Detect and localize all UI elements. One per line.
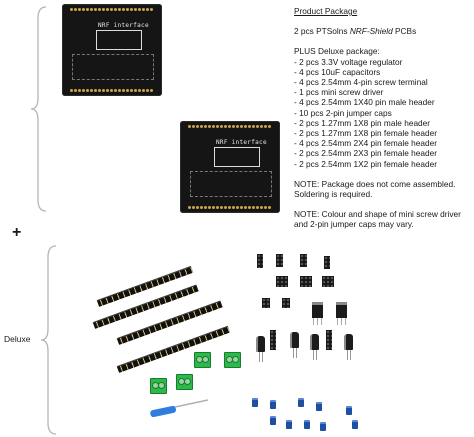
- capacitor: [310, 334, 319, 360]
- pcb-silkscreen: [190, 171, 272, 197]
- pcbs-name: NRF-Shield: [349, 26, 393, 37]
- capacitor: [290, 332, 299, 358]
- jumper-cap: [304, 420, 310, 429]
- package-item: - 4 pcs 2.54mm 1X40 pin male header: [294, 97, 435, 108]
- note-assembly-line2: Soldering is required.: [294, 189, 373, 200]
- female-header: [300, 254, 307, 267]
- pcb-label: NRF interface: [98, 22, 149, 29]
- jumper-cap: [320, 422, 326, 431]
- deluxe-label: Deluxe: [4, 334, 31, 344]
- jumper-cap: [346, 406, 352, 415]
- package-item: - 2 pcs 1.27mm 1X8 pin male header: [294, 117, 431, 128]
- pcb-pin-row: [188, 125, 271, 128]
- pcb-board-top: NRF interface: [62, 4, 162, 96]
- top-brace: [30, 6, 47, 212]
- female-header: [326, 330, 332, 350]
- capacitor: [344, 334, 353, 360]
- note-colour-line1: NOTE: Colour and shape of mini screw dri…: [294, 209, 461, 220]
- screw-terminal: [224, 352, 241, 368]
- voltage-regulator: [312, 302, 323, 325]
- note-assembly-line1: NOTE: Package does not come assembled.: [294, 178, 456, 189]
- package-item: - 4 pcs 10uF capacitors: [294, 66, 381, 77]
- female-header: [262, 298, 270, 308]
- female-header: [300, 276, 312, 287]
- pcb-pin-row: [70, 89, 153, 92]
- pcbs-qty: 2 pcs PTSolns: [294, 26, 350, 37]
- male-pin-header: [92, 284, 199, 329]
- package-item: - 4 pcs 2.54mm 4-pin screw terminal: [294, 77, 428, 88]
- plus-heading: PLUS Deluxe package:: [294, 46, 380, 57]
- jumper-cap: [252, 398, 258, 407]
- product-package-text: Product Package 2 pcs PTSolns NRF-Shield…: [294, 6, 461, 230]
- package-item: - 10 pcs 2-pin jumper caps: [294, 107, 392, 118]
- jumper-cap: [316, 402, 322, 411]
- mini-screwdriver: [150, 399, 209, 418]
- pcb-label: NRF interface: [216, 139, 267, 146]
- female-header: [276, 254, 283, 267]
- female-header: [270, 330, 276, 350]
- product-package-heading: Product Package: [294, 6, 358, 16]
- female-header: [276, 276, 288, 287]
- plus-sign: +: [12, 224, 22, 241]
- pcb-module-outline: [96, 30, 142, 50]
- female-header: [282, 298, 290, 308]
- screw-terminal: [150, 378, 167, 394]
- package-item: - 2 pcs 2.54mm 1X2 pin female header: [294, 158, 437, 169]
- package-item: - 2 pcs 1.27mm 1X8 pin female header: [294, 128, 437, 139]
- package-item: - 2 pcs 2.54mm 2X3 pin female header: [294, 148, 437, 159]
- pcb-pin-row: [70, 8, 153, 11]
- female-header: [324, 256, 330, 269]
- pcb-pin-row: [188, 206, 271, 209]
- female-header: [322, 276, 334, 287]
- jumper-cap: [286, 420, 292, 429]
- package-item: - 1 pcs mini screw driver: [294, 87, 384, 98]
- bottom-brace: [40, 245, 57, 435]
- pcbs-line: 2 pcs PTSolns NRF-Shield PCBs: [294, 26, 461, 36]
- jumper-cap: [352, 420, 358, 429]
- female-header: [257, 254, 263, 268]
- pcbs-suffix: PCBs: [392, 26, 417, 37]
- pcb-board-bottom: NRF interface: [180, 121, 280, 213]
- pcb-silkscreen: [72, 54, 154, 80]
- jumper-cap: [298, 398, 304, 407]
- male-pin-header: [96, 266, 194, 307]
- screw-terminal: [194, 352, 211, 368]
- voltage-regulator: [336, 302, 347, 325]
- pcb-module-outline: [214, 147, 260, 167]
- screw-terminal: [176, 374, 193, 390]
- capacitor: [256, 336, 265, 362]
- jumper-cap: [270, 416, 276, 425]
- jumper-cap: [270, 400, 276, 409]
- package-item: - 2 pcs 3.3V voltage regulator: [294, 56, 403, 67]
- note-colour-line2: and 2-pin jumper caps may vary.: [294, 219, 414, 230]
- package-item: - 4 pcs 2.54mm 2X4 pin female header: [294, 138, 437, 149]
